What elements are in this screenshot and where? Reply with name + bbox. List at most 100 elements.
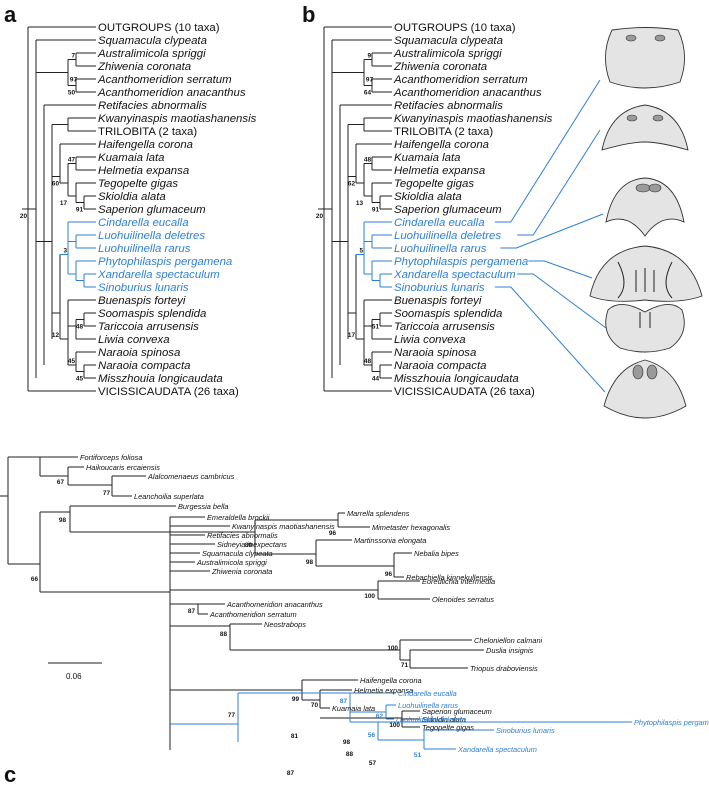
support-value: 100 [364, 593, 375, 600]
tree-branch [356, 221, 392, 274]
tree-branch [372, 273, 392, 288]
taxon-label: Acanthomeridion anacanthus [97, 87, 246, 99]
tree-branch [348, 143, 392, 183]
taxon-label: Marrella splendens [347, 509, 410, 518]
tree-branch [356, 163, 365, 196]
tree-branch [60, 299, 96, 365]
tree-branch [76, 273, 96, 288]
tree-branch [44, 124, 53, 339]
taxon-label: Skioldia alata [422, 715, 466, 724]
connector-line [517, 273, 607, 329]
taxon-label: Sinoburius lunaris [394, 282, 485, 294]
taxon-label: Neostrabops [264, 620, 306, 629]
taxon-label: Sinoburius lunaris [98, 282, 189, 294]
tree-branch [324, 39, 392, 378]
tree-branch [60, 221, 96, 274]
taxon-label: Luohuilinella rarus [394, 243, 487, 255]
taxon-label: Xandarella spectaculum [393, 269, 516, 281]
taxon-label: Helmetia expansa [354, 686, 413, 695]
tree-branch [364, 52, 392, 67]
tree-branch [28, 39, 96, 378]
taxon-label: Zhiwenia coronata [211, 567, 272, 576]
scale-label: 0.06 [66, 672, 82, 681]
taxon-label: Kuamaia lata [332, 704, 375, 713]
tree-branch [68, 351, 96, 372]
support-value: 17 [60, 200, 68, 207]
connector-line [528, 260, 593, 279]
support-value: 81 [291, 733, 299, 740]
tree-branch [68, 182, 96, 203]
tree-branch [332, 104, 392, 365]
support-value: 64 [364, 90, 372, 97]
support-value: 98 [59, 517, 67, 524]
support-value: 88 [346, 751, 354, 758]
taxon-label: Luohuilinella rarus [98, 243, 191, 255]
support-value: 88 [220, 631, 228, 638]
taxon-label: Acanthomeridion anacanthus [393, 87, 542, 99]
taxon-label: Luohuilinella rarus [398, 701, 458, 710]
tree-branch [372, 364, 392, 379]
support-value: 87 [188, 608, 196, 615]
taxon-label: Zhiwenia coronata [393, 61, 487, 73]
tree-branch [364, 78, 392, 93]
taxon-label: Haifengella corona [98, 139, 193, 151]
taxon-label: Squamacula clypeata [394, 35, 503, 47]
support-value: 91 [76, 207, 84, 214]
taxon-label: Acanthomeridion serratum [97, 74, 232, 86]
cephalic-shield-drawings [589, 27, 703, 419]
tree-branch [76, 195, 96, 210]
taxon-label: Acanthomeridion serratum [209, 610, 297, 619]
connector-line [494, 79, 601, 223]
taxon-label: Naraoia compacta [394, 360, 486, 372]
shield-connectors [494, 79, 607, 393]
taxon-label: Phytophilaspis pergamena [394, 256, 528, 268]
tree-branch [372, 312, 392, 327]
support-value: 12 [52, 332, 60, 339]
taxon-label: Kwanyinaspis maotiashanensis [394, 113, 553, 125]
taxon-label: Tegopelte gigas [98, 178, 178, 190]
taxon-label: TRILOBITA (2 taxa) [98, 126, 197, 138]
support-value: 13 [356, 200, 364, 207]
tree-branch [364, 182, 392, 203]
support-value: 98 [306, 559, 314, 566]
support-value: 98 [343, 739, 351, 746]
support-value: 100 [387, 645, 398, 652]
support-value: 60 [52, 181, 60, 188]
taxon-label: Haikoucaris ercaiensis [86, 463, 160, 472]
support-value: 56 [368, 732, 376, 739]
taxon-label: Saperion glumaceum [422, 707, 492, 716]
tree-branch [364, 234, 392, 249]
taxon-label: Cindarella eucalla [398, 689, 457, 698]
tree-branch [52, 143, 96, 183]
shield-drawing [589, 245, 703, 302]
support-value: 57 [369, 760, 377, 767]
taxon-label: Skioldia alata [394, 191, 462, 203]
taxon-label: Helmetia expansa [98, 165, 189, 177]
taxon-label: Saperion glumaceum [98, 204, 206, 216]
taxon-label: Naraoia spinosa [394, 347, 476, 359]
support-value: 62 [376, 713, 384, 720]
taxon-label: Luohuilinella deletres [396, 715, 466, 724]
taxon-label: Soomaspis splendida [98, 308, 206, 320]
support-value: 67 [57, 479, 65, 486]
taxon-label: Xandarella spectaculum [97, 269, 220, 281]
scale-bar: 0.06 [48, 662, 102, 681]
taxon-label: Haifengella corona [394, 139, 489, 151]
support-value: 48 [76, 324, 84, 331]
panel-a-letter: a [4, 2, 17, 27]
taxon-label: Tariccoia arrusensis [394, 321, 495, 333]
tree-branch [52, 254, 61, 339]
taxon-label: OUTGROUPS (10 taxa) [98, 22, 220, 34]
taxon-label: Squamacula clypeata [202, 549, 273, 558]
taxon-label: Mimetaster hexagonalis [372, 523, 450, 532]
tree-branch [340, 124, 349, 339]
tree-branch [364, 156, 392, 171]
panel-c-letter: c [4, 762, 16, 787]
taxon-label: Leanchoilia superlata [134, 492, 204, 501]
